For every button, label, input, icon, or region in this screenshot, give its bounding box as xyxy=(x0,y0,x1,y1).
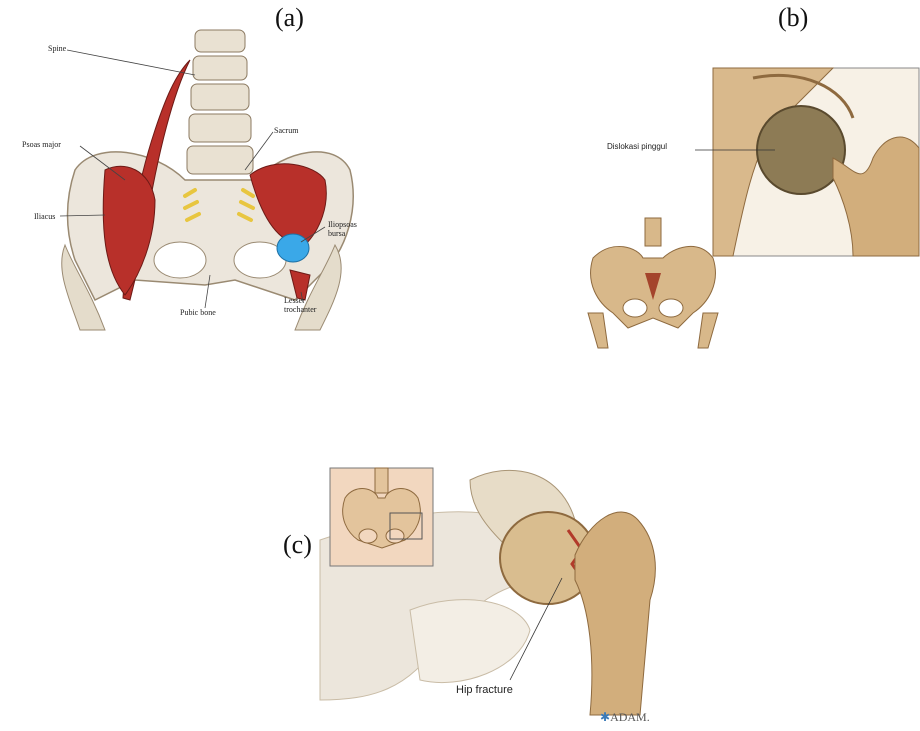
label-dislocation: Dislokasi pinggul xyxy=(607,142,667,151)
panel-a-anatomy-illustration xyxy=(5,30,365,330)
label-spine: Spine xyxy=(48,44,66,53)
panel-b-pelvis-overview xyxy=(583,218,723,348)
dislocation-leader-line xyxy=(695,148,775,152)
adam-watermark-text: ADAM. xyxy=(610,710,650,724)
label-iliacus: Iliacus xyxy=(34,212,55,221)
panel-a-label: (a) xyxy=(275,3,304,33)
label-lesser-trochanter: Lesser trochanter xyxy=(284,296,324,314)
adam-logo-icon: ✱ xyxy=(600,710,610,724)
panel-b-label: (b) xyxy=(778,3,808,33)
spine-vertebrae xyxy=(187,30,253,174)
panel-b-inset-hip-dislocation xyxy=(713,68,919,256)
label-pubic-bone: Pubic bone xyxy=(180,308,216,317)
adam-watermark: ✱ADAM. xyxy=(600,710,650,725)
panel-c-inset-pelvis xyxy=(330,468,433,566)
panel-c-label: (c) xyxy=(283,530,312,560)
obturator-left xyxy=(154,242,206,278)
label-sacrum: Sacrum xyxy=(274,126,298,135)
label-psoas-major: Psoas major xyxy=(22,140,61,149)
iliopsoas-bursa-shape xyxy=(277,234,309,262)
label-hip-fracture: Hip fracture xyxy=(454,684,515,696)
label-iliopsoas-bursa: Iliopsoas bursa xyxy=(328,220,368,238)
